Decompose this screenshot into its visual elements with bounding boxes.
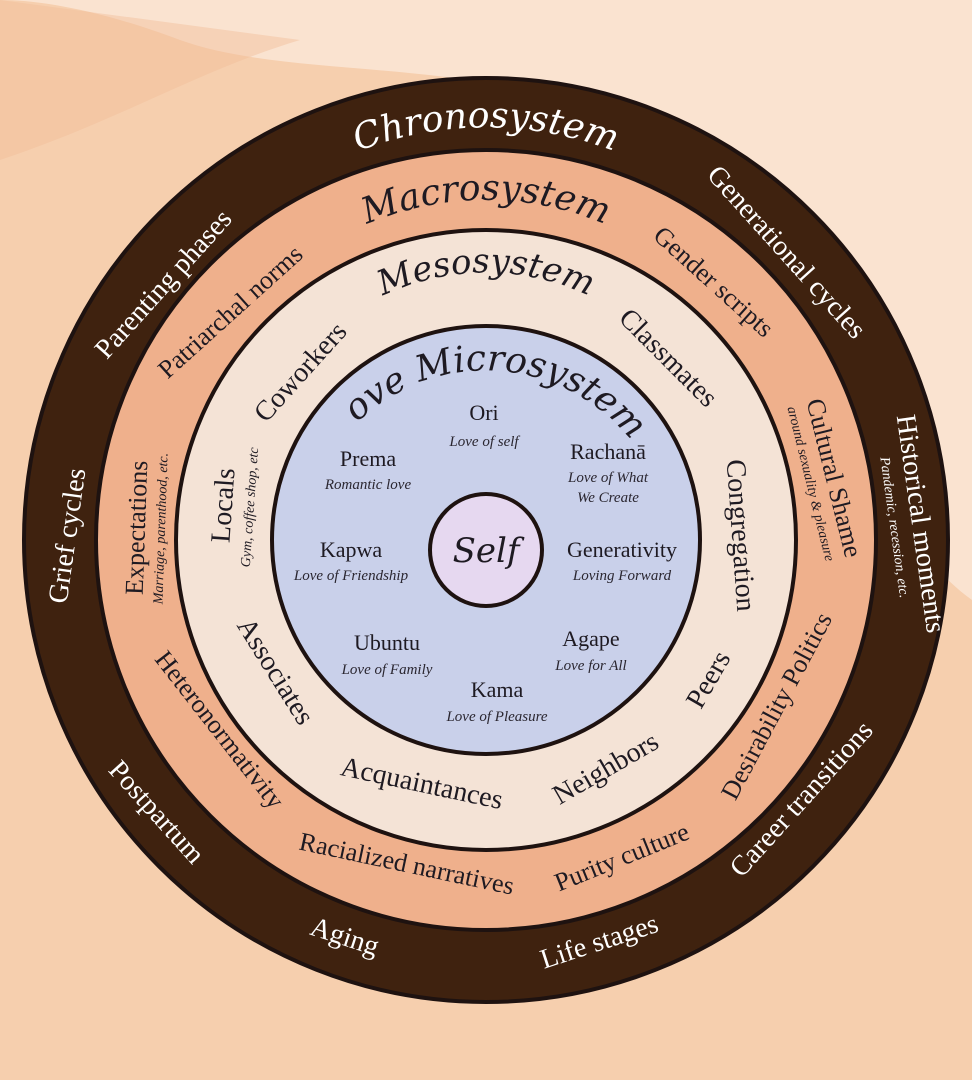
- micro-item-desc2: We Create: [577, 490, 639, 506]
- self-circle: [428, 492, 544, 608]
- micro-item-ubuntu: Ubuntu Love of Family: [341, 630, 433, 678]
- macro-item-label: Expectations: [120, 460, 154, 595]
- micro-item-name: Rachanā: [570, 439, 646, 464]
- micro-item-desc: Love for All: [554, 658, 626, 674]
- micro-item-name: Kapwa: [320, 537, 383, 562]
- micro-item-prema: Prema Romantic love: [324, 446, 412, 493]
- micro-item-name: Kama: [471, 677, 524, 702]
- background-wash-warm: [0, 0, 300, 160]
- micro-item-kama: Kama Love of Pleasure: [445, 677, 547, 725]
- micro-item-generativity: Generativity Loving Forward: [567, 537, 677, 584]
- macro-item-expectations: Expectations Marriage, parenthood, etc.: [120, 453, 172, 606]
- micro-item-desc: Love of What: [567, 470, 649, 486]
- meso-item-label: Locals: [205, 467, 241, 544]
- self-label: Self: [453, 531, 525, 571]
- micro-item-name: Prema: [340, 446, 396, 471]
- micro-item-desc: Love of Friendship: [293, 568, 409, 584]
- micro-item-name: Ubuntu: [354, 630, 420, 655]
- micro-item-rachana: Rachanā Love of What We Create: [567, 439, 649, 506]
- micro-item-desc: Love of Pleasure: [445, 709, 547, 725]
- macro-item-sub: Marriage, parenthood, etc.: [151, 453, 171, 606]
- micro-item-name: Ori: [469, 400, 498, 425]
- micro-item-name: Generativity: [567, 537, 677, 562]
- micro-item-ori: Ori Love of self: [448, 400, 520, 450]
- micro-item-desc: Romantic love: [324, 477, 412, 493]
- micro-item-kapwa: Kapwa Love of Friendship: [293, 537, 409, 584]
- micro-item-agape: Agape Love for All: [554, 626, 626, 674]
- micro-item-name: Agape: [562, 626, 619, 651]
- micro-item-desc: Love of self: [448, 434, 520, 450]
- micro-item-desc: Loving Forward: [572, 568, 672, 584]
- micro-item-desc: Love of Family: [341, 662, 433, 678]
